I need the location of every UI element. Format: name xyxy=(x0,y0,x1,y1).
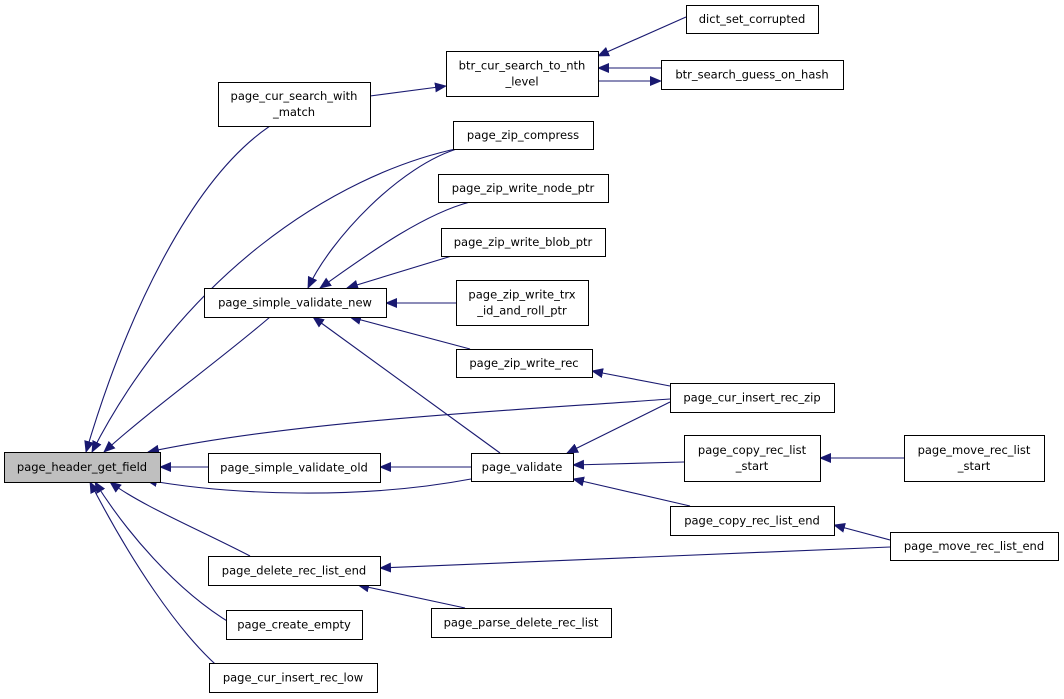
node-box xyxy=(684,435,821,482)
edge-page_move_rec_list_end-to-page_copy_rec_list_end xyxy=(833,523,891,541)
node-label: page_header_get_field xyxy=(17,460,147,474)
edge-page_move_rec_list_end-to-page_delete_rec_list_end xyxy=(379,546,891,573)
node-label: page_zip_write_node_ptr xyxy=(452,181,595,195)
edge-page_zip_write_blob_ptr-to-page_simple_validate_new xyxy=(346,254,456,290)
edge-page_parse_delete_rec_list-to-page_delete_rec_list_end xyxy=(357,582,466,609)
node-label: page_cur_insert_rec_zip xyxy=(683,391,820,405)
node-page_zip_compress[interactable]: page_zip_compress xyxy=(453,121,594,150)
node-label: page_move_rec_list xyxy=(918,443,1031,457)
node-dict_set_corrupted[interactable]: dict_set_corrupted xyxy=(686,5,819,34)
node-page_parse_delete_rec_list[interactable]: page_parse_delete_rec_list xyxy=(431,608,612,638)
node-label: page_zip_write_rec xyxy=(469,356,578,370)
edge-page_copy_rec_list_end-to-page_validate xyxy=(572,476,691,507)
node-page_zip_write_blob_ptr[interactable]: page_zip_write_blob_ptr xyxy=(441,228,606,257)
node-label: page_cur_search_with xyxy=(231,89,358,103)
node-box xyxy=(904,435,1045,482)
node-page_zip_write_rec[interactable]: page_zip_write_rec xyxy=(456,349,593,378)
node-label: page_cur_insert_rec_low xyxy=(223,671,363,685)
node-box xyxy=(208,453,381,483)
edges-layer xyxy=(84,16,904,679)
node-label: _start xyxy=(735,459,769,473)
node-btr_search_guess_on_hash[interactable]: btr_search_guess_on_hash xyxy=(661,60,844,90)
node-box xyxy=(670,506,835,536)
node-box xyxy=(453,121,594,150)
edge-page_zip_write_node_ptr-to-page_simple_validate_new xyxy=(319,201,471,289)
node-label: dict_set_corrupted xyxy=(699,12,806,26)
node-box xyxy=(456,280,589,326)
nodes-layer: page_header_get_field page_cur_search_wit… xyxy=(4,5,1059,693)
node-box xyxy=(218,82,371,127)
edge-page_create_empty-to-page_header_get_field xyxy=(109,481,251,557)
node-box xyxy=(441,228,606,257)
node-box xyxy=(204,288,387,318)
node-page_copy_rec_list_start[interactable]: page_copy_rec_list _start xyxy=(684,435,821,482)
node-label: _level xyxy=(504,75,538,89)
edge-page_simple_validate_new-to-page_header_get_field xyxy=(91,147,461,453)
node-label: page_create_empty xyxy=(237,618,351,632)
edge-page_validate-to-page_simple_validate_new xyxy=(312,316,501,454)
node-box xyxy=(226,610,363,640)
node-label: page_zip_compress xyxy=(467,128,579,142)
node-box xyxy=(456,349,593,378)
node-box xyxy=(446,51,599,97)
edge-page_cur_insert_rec_zip-to-page_header_get_field xyxy=(103,316,271,453)
node-page_copy_rec_list_end[interactable]: page_copy_rec_list_end xyxy=(670,506,835,536)
node-label: page_copy_rec_list_end xyxy=(684,514,820,528)
node-page_move_rec_list_start[interactable]: page_move_rec_list _start xyxy=(904,435,1045,482)
node-page_validate[interactable]: page_validate xyxy=(471,453,574,482)
node-box xyxy=(431,608,612,638)
edge-btr_cur_search_to_nth_level-to-page_cur_search_with_match xyxy=(89,481,233,679)
node-box xyxy=(670,383,835,413)
node-page_zip_write_node_ptr[interactable]: page_zip_write_node_ptr xyxy=(438,174,609,203)
edge-page_cur_insert_rec_zip-to-page_zip_write_rec xyxy=(591,368,671,387)
node-label: btr_search_guess_on_hash xyxy=(675,68,828,82)
node-page_delete_rec_list_end[interactable]: page_delete_rec_list_end xyxy=(208,556,381,586)
node-box xyxy=(4,452,161,483)
node-label: page_zip_write_blob_ptr xyxy=(454,235,593,249)
edge-page_zip_compress-to-page_header_get_field xyxy=(84,125,271,453)
edge-page_cur_insert_rec_zip-to-page_validate xyxy=(566,401,671,454)
node-box xyxy=(661,60,844,90)
edge-page_cur_insert_rec_low-to-page_header_get_field xyxy=(94,481,233,625)
node-label: page_simple_validate_new xyxy=(218,296,372,310)
node-page_cur_insert_rec_low[interactable]: page_cur_insert_rec_low xyxy=(209,663,378,693)
node-page_move_rec_list_end[interactable]: page_move_rec_list_end xyxy=(890,532,1059,561)
node-box xyxy=(438,174,609,203)
node-label: _match xyxy=(272,105,315,119)
node-page_header_get_field[interactable]: page_header_get_field xyxy=(4,452,161,483)
node-page_cur_insert_rec_zip[interactable]: page_cur_insert_rec_zip xyxy=(670,383,835,413)
node-page_simple_validate_new[interactable]: page_simple_validate_new xyxy=(204,288,387,318)
edge-dict_set_corrupted-to-btr_cur_search_to_nth_level xyxy=(597,16,687,57)
edge-page_simple_validate_old-to-page_header_get_field xyxy=(147,398,671,455)
node-page_create_empty[interactable]: page_create_empty xyxy=(226,610,363,640)
node-box xyxy=(471,453,574,482)
node-box xyxy=(686,5,819,34)
node-label: page_move_rec_list_end xyxy=(904,539,1044,553)
node-label: page_simple_validate_old xyxy=(220,461,368,475)
edge-page_zip_compress-to-page_simple_validate_new xyxy=(307,147,461,289)
node-label: page_validate xyxy=(482,460,563,474)
node-label: _id_and_roll_ptr xyxy=(476,304,567,318)
node-page_cur_search_with_match[interactable]: page_cur_search_with _match xyxy=(218,82,371,127)
node-label: page_parse_delete_rec_list xyxy=(444,616,599,630)
node-box xyxy=(209,663,378,693)
node-label: page_zip_write_trx xyxy=(468,288,575,302)
node-page_simple_validate_old[interactable]: page_simple_validate_old xyxy=(208,453,381,483)
node-box xyxy=(890,532,1059,561)
edge-page_zip_write_rec-to-page_simple_validate_new xyxy=(349,315,471,350)
edge-page_cur_search_with_match-to-page_header_get_field xyxy=(369,82,447,97)
edge-page_copy_rec_list_start-to-page_validate xyxy=(572,459,685,470)
node-btr_cur_search_to_nth_level[interactable]: btr_cur_search_to_nth _level xyxy=(446,51,599,97)
node-label: btr_cur_search_to_nth xyxy=(459,59,586,73)
node-label: _start xyxy=(957,459,991,473)
node-label: page_copy_rec_list xyxy=(698,443,807,457)
node-label: page_delete_rec_list_end xyxy=(222,564,366,578)
edge-page_delete_rec_list_end-to-page_header_get_field xyxy=(145,477,472,494)
node-box xyxy=(208,556,381,586)
node-page_zip_write_trx_id_and_roll_ptr[interactable]: page_zip_write_trx _id_and_roll_ptr xyxy=(456,280,589,326)
